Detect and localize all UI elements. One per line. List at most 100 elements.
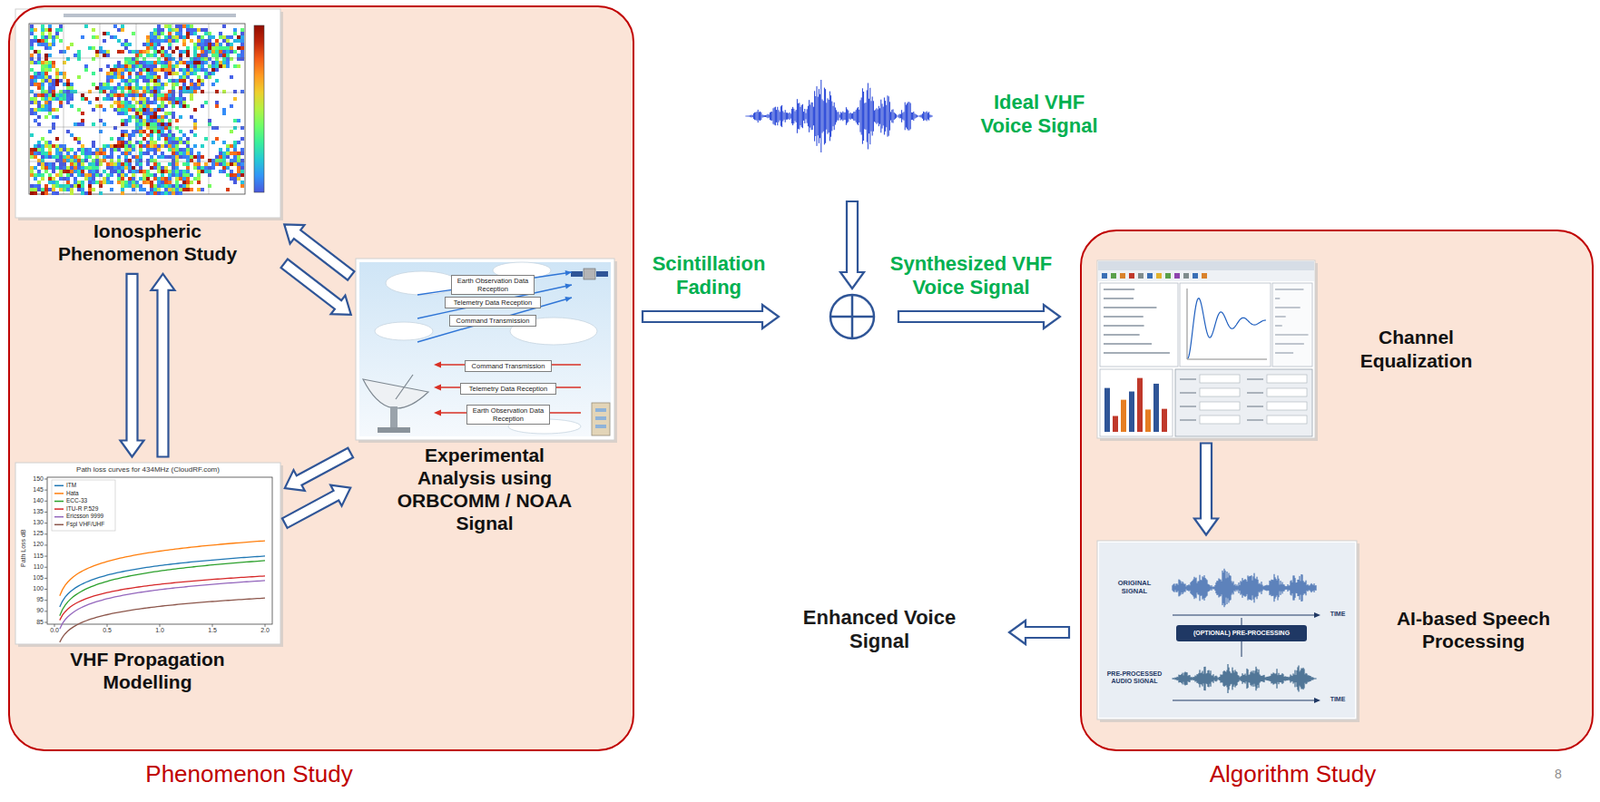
- map-cell-part: [218, 53, 223, 58]
- map-cell-part: [120, 42, 125, 47]
- input-field: [1199, 402, 1240, 411]
- map-cell-part: [127, 151, 132, 156]
- map-cell-part: [186, 162, 190, 167]
- tick-mark: [212, 624, 214, 628]
- map-cell-part: [73, 176, 78, 181]
- map-cell-part: [186, 60, 190, 65]
- map-cell-part: [95, 97, 99, 101]
- label-slot: 95: [23, 596, 44, 604]
- map-cell-part: [51, 93, 56, 98]
- satellite-body: [583, 268, 596, 280]
- map-cell-part: [211, 126, 216, 130]
- map-cell-part: [44, 107, 49, 112]
- map-cell-part: [167, 89, 172, 94]
- map-cell-part: [80, 166, 85, 170]
- map-cell-part: [200, 166, 205, 170]
- map-cell-part: [44, 151, 49, 156]
- map-cell-part: [167, 140, 172, 145]
- map-cell-part: [167, 137, 172, 141]
- map-cell-part: [48, 24, 52, 29]
- map-cell-part: [153, 53, 158, 58]
- map-cell-part: [55, 144, 59, 148]
- map-cell-part: [164, 137, 168, 141]
- map-cell-part: [109, 75, 114, 79]
- map-cell-part: [164, 140, 168, 145]
- map-cell-part: [117, 162, 121, 167]
- map-cell-part: [215, 100, 219, 105]
- map-cell-part: [175, 126, 179, 130]
- map-cell-part: [225, 64, 230, 69]
- tool-icon: [1119, 273, 1126, 279]
- map-cell-part: [236, 39, 241, 43]
- map-cell-part: [233, 97, 237, 101]
- map-cell-part: [48, 147, 52, 152]
- uplink-head: [565, 270, 572, 276]
- map-cell-part: [73, 151, 78, 156]
- map-cell-part: [40, 42, 45, 47]
- map-cell-part: [102, 122, 107, 127]
- map-cell-part: [142, 144, 147, 148]
- map-cell-part: [80, 173, 85, 177]
- map-cell-part: [69, 187, 74, 192]
- illustrated-step: VHF Propagation Modelling: [15, 462, 281, 697]
- tick-mark: [44, 511, 48, 513]
- map-cell-part: [29, 147, 34, 152]
- tick-label: 90: [23, 607, 44, 615]
- map-cell-part: [58, 89, 63, 94]
- label-slot: Telemetry Data Reception: [460, 382, 557, 395]
- map-cell-part: [84, 191, 89, 196]
- map-cell-part: [127, 184, 132, 188]
- map-cell-part: [117, 173, 121, 177]
- ideal-voice-waveform: [746, 79, 933, 153]
- tick-mark: [159, 624, 161, 628]
- blurred-text-line: [1275, 324, 1283, 327]
- map-cell-part: [127, 180, 132, 185]
- map-cell-part: [58, 184, 63, 188]
- map-cell-part: [193, 144, 197, 148]
- building-window: [595, 424, 607, 429]
- map-cell-part: [236, 35, 241, 40]
- map-cell-part: [48, 162, 52, 167]
- map-cell-part: [182, 39, 187, 43]
- map-cell-part: [153, 107, 158, 112]
- map-cell-part: [175, 78, 179, 83]
- downlink-head: [433, 410, 442, 417]
- map-cell-part: [55, 173, 59, 177]
- map-cell-part: [55, 82, 59, 87]
- map-cell-part: [44, 46, 49, 50]
- map-cell-part: [222, 169, 226, 174]
- map-cell-part: [164, 39, 168, 43]
- label-slot: 8: [1547, 766, 1570, 783]
- map-cell-part: [236, 151, 241, 156]
- map-cell-part: [135, 169, 139, 174]
- map-cell-part: [29, 187, 34, 192]
- tool-icon: [1138, 273, 1144, 279]
- map-cell-part: [69, 173, 74, 177]
- map-cell-part: [102, 82, 107, 87]
- map-cell-part: [153, 147, 158, 152]
- map-cell-part: [91, 57, 96, 61]
- map-cell-part: [186, 46, 190, 50]
- map-cell-part: [138, 147, 143, 152]
- map-cell-part: [207, 49, 212, 54]
- map-cell-part: [233, 151, 237, 156]
- map-cell-part: [58, 39, 63, 43]
- map-cell-part: [178, 191, 183, 196]
- map-cell-part: [204, 53, 208, 58]
- map-cell-part: [149, 107, 154, 112]
- map-cell-part: [186, 147, 190, 152]
- map-cell-part: [175, 60, 179, 65]
- map-cell-part: [48, 144, 52, 148]
- map-cell-part: [171, 133, 176, 138]
- map-cell-part: [48, 89, 52, 94]
- map-cell-part: [48, 46, 52, 50]
- map-cell-part: [160, 144, 165, 148]
- map-cell-part: [29, 107, 34, 112]
- tool-icon: [1156, 273, 1162, 279]
- map-cell-part: [189, 82, 194, 87]
- map-cell-part: [178, 104, 183, 108]
- map-cell-part: [178, 137, 183, 141]
- picture-frame: [1097, 540, 1357, 720]
- map-cell-part: [222, 107, 226, 112]
